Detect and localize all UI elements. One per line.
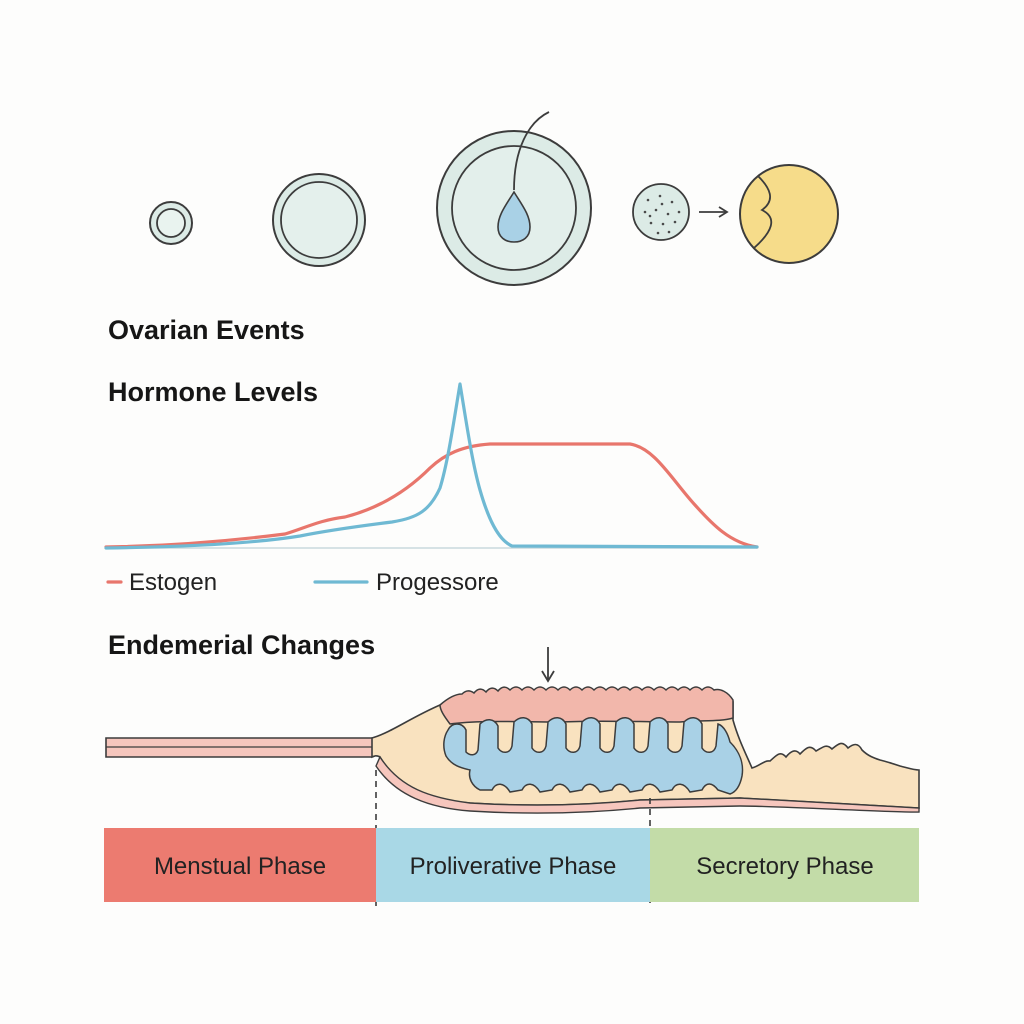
legend: Estogen Progessore: [106, 569, 499, 596]
corpus-luteum-icon: [739, 164, 839, 264]
progesterone-legend-label: Progessore: [376, 569, 499, 596]
endometrium-illustration: [105, 647, 920, 906]
hormone-chart: [104, 382, 759, 550]
proliferative-phase-label: Proliverative Phase: [410, 853, 617, 880]
arrow-icon: [699, 206, 729, 218]
secretory-phase-label: Secretory Phase: [696, 853, 873, 880]
menstrual-phase-label: Menstual Phase: [154, 853, 326, 880]
functional-layer: [439, 686, 734, 725]
ovarian-events-heading: Ovarian Events: [108, 315, 305, 345]
endometrial-glands: [443, 717, 744, 795]
basal-layer: [375, 755, 920, 814]
menstrual-phase-block: [104, 828, 376, 902]
endometrial-changes-heading: Endemerial Changes: [108, 630, 375, 660]
estrogen-legend-label: Estogen: [129, 569, 217, 596]
estrogen-curve: [104, 442, 759, 549]
primordial-follicle-icon: [149, 201, 193, 245]
phase-bar: Menstual Phase Proliverative Phase Secre…: [104, 828, 919, 902]
ovarian-events-row: [149, 111, 839, 286]
progesterone-curve: [104, 382, 759, 550]
proliferative-phase-block: [376, 828, 650, 902]
secretory-phase-block: [650, 828, 919, 902]
primary-follicle-icon: [272, 173, 366, 267]
mature-follicle-icon: [436, 111, 592, 286]
ruptured-follicle-icon: [632, 183, 690, 241]
hormone-levels-heading: Hormone Levels: [108, 377, 318, 407]
down-arrow-icon: [541, 647, 555, 683]
